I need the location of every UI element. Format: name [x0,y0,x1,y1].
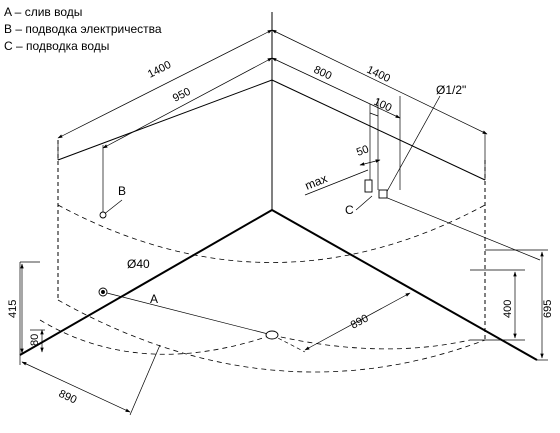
label-max: max [303,171,329,192]
fittings [98,179,388,340]
dim-line-890-left [21,361,131,413]
label-1400-right: 1400 [365,64,392,85]
inner-arc-right [271,334,471,350]
legend-row-a: Aслив воды [4,4,162,21]
label-50: 50 [355,143,371,158]
floor-left-line [19,209,273,356]
dim-line-950 [102,57,273,149]
label-695: 695 [542,300,554,318]
dim-line-890-right [304,292,411,351]
legend-row-c: Cподводка воды [4,38,162,55]
lower-arc [57,299,486,373]
outline [19,12,538,361]
legend-text: подводка электричества [25,22,162,36]
legend-text: подводка воды [26,39,110,53]
back-left-top-edge [57,79,273,161]
label-1400-left: 1400 [146,59,173,81]
legend-text: слив воды [24,5,83,19]
dimension-lines [20,29,544,413]
dim-line-1400-right [271,29,488,135]
callout-c: C [345,203,354,217]
drain-line [102,291,273,336]
inner-arc-left [39,319,273,355]
label-800: 800 [312,64,334,83]
legend-key: A [4,5,25,19]
dim-line-50 [359,159,381,166]
legend-key: B [4,22,25,36]
legend-key: C [4,39,26,53]
connection-b-icon [99,211,107,219]
legend-row-b: Bподводка электричества [4,21,162,38]
label-drain-diameter: Ø40 [127,257,150,271]
callout-b: B [118,184,126,198]
dim-line-100 [369,112,379,117]
drain-center-icon [265,330,279,340]
label-890-right: 890 [349,312,371,331]
floor-right-line [271,209,538,361]
label-890-left: 890 [57,388,79,407]
label-100: 100 [372,96,394,115]
water-inlet-c-icon [364,179,373,193]
legend: Aслив воды Bподводка электричества Cподв… [4,4,162,55]
label-400: 400 [502,300,514,318]
label-80: 80 [29,334,41,346]
callout-a: A [150,292,158,306]
label-pipe-diameter: Ø1/2" [436,83,466,97]
callout-labels: A B C [118,184,354,306]
label-415: 415 [7,300,19,318]
extension-lines [19,12,548,416]
upper-arc [57,204,486,263]
pipe-fitting-icon [378,189,388,199]
tub-arcs [39,204,486,373]
